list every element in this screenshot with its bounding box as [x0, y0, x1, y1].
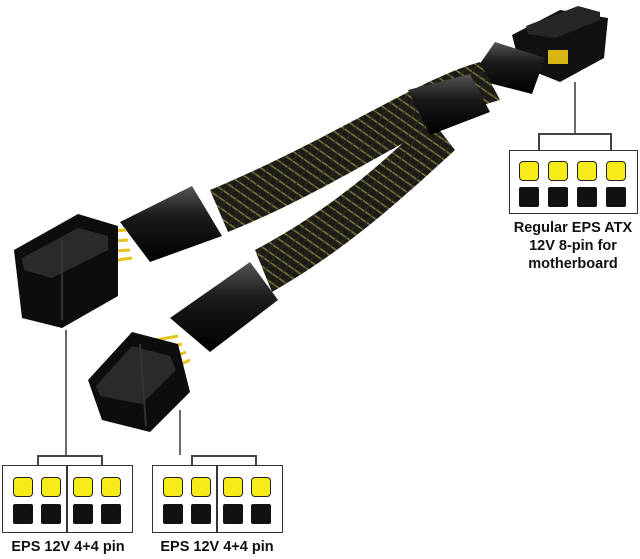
- pin-ground-icon: [251, 504, 271, 524]
- pinout-split-divider: [66, 466, 68, 532]
- pinout-4plus4-middle: [152, 465, 283, 533]
- pin-ground-icon: [13, 504, 33, 524]
- pin-ground-icon: [163, 504, 183, 524]
- sleeve-lower-branch: [255, 118, 455, 292]
- label-eps-middle: EPS 12V 4+4 pin: [160, 539, 274, 555]
- pin-ground-icon: [41, 504, 61, 524]
- leader-bracket-mid-a: [191, 455, 193, 466]
- pin-12v-icon: [577, 161, 597, 181]
- leader-bracket-top-left: [538, 133, 540, 150]
- leader-bracket-top-right: [610, 133, 612, 150]
- leader-bracket-top: [538, 133, 611, 135]
- heatshrink-bottom: [170, 262, 278, 352]
- pin-12v-icon: [251, 477, 271, 497]
- pinout-8pin-eps: [509, 150, 638, 214]
- pinout-4plus4-left: [2, 465, 133, 533]
- pinout-split-divider: [216, 466, 218, 532]
- label-line: motherboard: [528, 256, 618, 272]
- label-regular-eps-atx: Regular EPS ATX 12V 8-pin for motherboar…: [506, 219, 640, 273]
- pin-ground-icon: [73, 504, 93, 524]
- leader-bracket-left-a: [37, 455, 39, 466]
- leader-bracket-left-b: [101, 455, 103, 466]
- leader-lines: [65, 82, 576, 455]
- connector-4plus4-left: [14, 214, 118, 328]
- pin-ground-icon: [101, 504, 121, 524]
- label-line: 12V 8-pin for: [529, 238, 617, 254]
- pin-12v-icon: [163, 477, 183, 497]
- leader-bracket-mid: [191, 455, 256, 457]
- label-eps-left: EPS 12V 4+4 pin: [11, 539, 125, 555]
- pin-ground-icon: [548, 187, 568, 207]
- pin-ground-icon: [577, 187, 597, 207]
- pin-ground-icon: [606, 187, 626, 207]
- pin-12v-icon: [606, 161, 626, 181]
- pin-12v-icon: [73, 477, 93, 497]
- pin-12v-icon: [101, 477, 121, 497]
- pin-12v-icon: [548, 161, 568, 181]
- pin-ground-icon: [191, 504, 211, 524]
- pin-12v-icon: [13, 477, 33, 497]
- pin-12v-icon: [223, 477, 243, 497]
- leader-bracket-left: [37, 455, 102, 457]
- heatshrink-junction: [408, 74, 490, 135]
- pin-12v-icon: [41, 477, 61, 497]
- pin-ground-icon: [223, 504, 243, 524]
- pin-12v-icon: [191, 477, 211, 497]
- pin-ground-icon: [519, 187, 539, 207]
- connector-4plus4-bottom: [88, 332, 190, 432]
- leader-bracket-mid-b: [255, 455, 257, 466]
- pin-12v-icon: [519, 161, 539, 181]
- heatshrink-left: [120, 186, 222, 262]
- label-line: Regular EPS ATX: [513, 220, 633, 236]
